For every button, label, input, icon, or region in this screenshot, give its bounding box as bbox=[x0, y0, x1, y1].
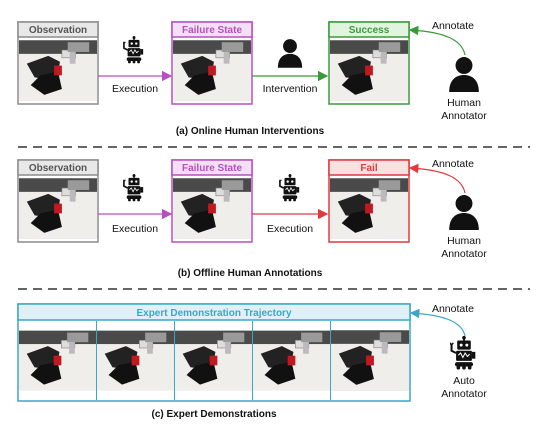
annotate-label: Annotate bbox=[432, 303, 474, 315]
failure-state-frame: Failure State bbox=[171, 21, 253, 105]
robot-icon bbox=[450, 336, 477, 370]
panel-offline-annotations: Observation Execution Failure State Exec… bbox=[17, 158, 487, 279]
camera-frame bbox=[19, 39, 97, 102]
camera-frame bbox=[97, 330, 174, 391]
camera-frame bbox=[331, 329, 409, 392]
annotate-label: Annotate bbox=[432, 158, 474, 170]
success-frame: Success bbox=[328, 21, 410, 105]
execution-label: Execution bbox=[112, 83, 158, 95]
failure-state-frame: Failure State bbox=[171, 159, 253, 243]
failure-state-title: Failure State bbox=[182, 25, 242, 36]
caption-expert: (c) Expert Demonstrations bbox=[151, 409, 276, 420]
success-title: Success bbox=[349, 25, 390, 36]
intervention-label: Intervention bbox=[263, 83, 318, 95]
camera-frame bbox=[19, 177, 97, 240]
annotator-line2: Annotator bbox=[441, 248, 487, 260]
caption-online: (a) Online Human Interventions bbox=[176, 126, 325, 137]
observation-title: Observation bbox=[29, 25, 87, 36]
camera-frame bbox=[253, 330, 330, 391]
camera-frame bbox=[173, 177, 251, 240]
person-icon bbox=[449, 195, 479, 230]
annotate-label: Annotate bbox=[432, 20, 474, 32]
trajectory-title: Expert Demonstration Trajectory bbox=[136, 308, 291, 319]
caption-offline: (b) Offline Human Annotations bbox=[178, 268, 323, 279]
execution-label: Execution bbox=[112, 223, 158, 235]
robot-icon bbox=[123, 174, 145, 202]
person-icon bbox=[449, 57, 479, 92]
annotator-line1: Human bbox=[447, 235, 481, 247]
annotator-line2: Annotator bbox=[441, 388, 487, 400]
camera-frame bbox=[330, 177, 408, 240]
fail-frame: Fail bbox=[328, 159, 410, 243]
annotator-line2: Annotator bbox=[441, 110, 487, 122]
annotate-arrow bbox=[408, 163, 466, 194]
panel-online-interventions: Observation Execution Failure State Inte… bbox=[17, 20, 487, 137]
annotate-arrow bbox=[409, 308, 466, 337]
camera-frame bbox=[19, 330, 96, 391]
trajectory-frames bbox=[19, 321, 409, 400]
annotator-line1: Human bbox=[447, 97, 481, 109]
failure-state-title: Failure State bbox=[182, 163, 242, 174]
robot-icon bbox=[279, 174, 301, 202]
observation-frame: Observation bbox=[17, 21, 99, 105]
person-icon bbox=[277, 39, 303, 68]
observation-frame: Observation bbox=[17, 159, 99, 243]
annotator-line1: Auto bbox=[453, 375, 475, 387]
fail-title: Fail bbox=[360, 163, 377, 174]
camera-frame bbox=[173, 39, 251, 102]
robot-icon bbox=[123, 36, 145, 64]
execution-label: Execution bbox=[267, 223, 313, 235]
annotate-arrow bbox=[408, 25, 466, 56]
panel-expert-demonstrations: Expert Demonstration Trajectory Annotate… bbox=[17, 303, 487, 420]
observation-title: Observation bbox=[29, 163, 87, 174]
camera-frame bbox=[175, 330, 252, 391]
camera-frame bbox=[330, 39, 408, 102]
